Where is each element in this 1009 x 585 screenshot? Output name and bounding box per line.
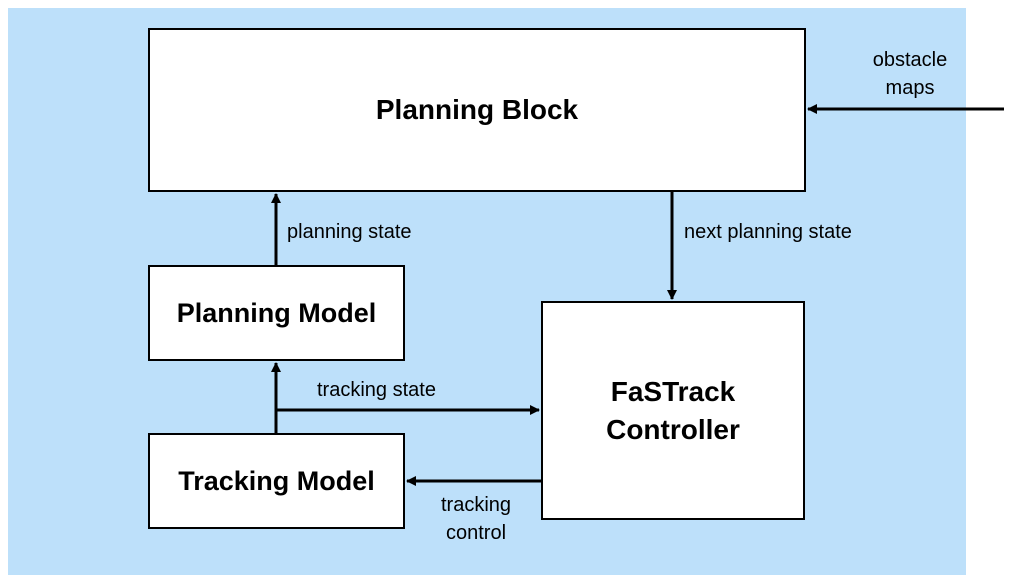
- fastrack-controller-block: FaSTrack Controller: [541, 301, 805, 520]
- controller-label-line2: Controller: [606, 413, 740, 445]
- planning-model-label: Planning Model: [176, 297, 377, 328]
- tracking-model-label: Tracking Model: [178, 465, 375, 496]
- tracking-control-label: tracking control: [440, 494, 512, 544]
- planning-model-block: Planning Model: [148, 265, 405, 361]
- tracking-state-label: tracking state: [317, 379, 436, 401]
- tracking-model-block: Tracking Model: [148, 433, 405, 529]
- planning-block-label: Planning Block: [375, 94, 579, 125]
- planning-block: Planning Block: [148, 28, 806, 192]
- controller-label-line1: FaSTrack: [610, 375, 736, 407]
- planning-state-label: planning state: [287, 221, 412, 243]
- obstacle-maps-label: obstacle maps: [872, 49, 948, 99]
- next-planning-state-label: next planning state: [684, 221, 852, 243]
